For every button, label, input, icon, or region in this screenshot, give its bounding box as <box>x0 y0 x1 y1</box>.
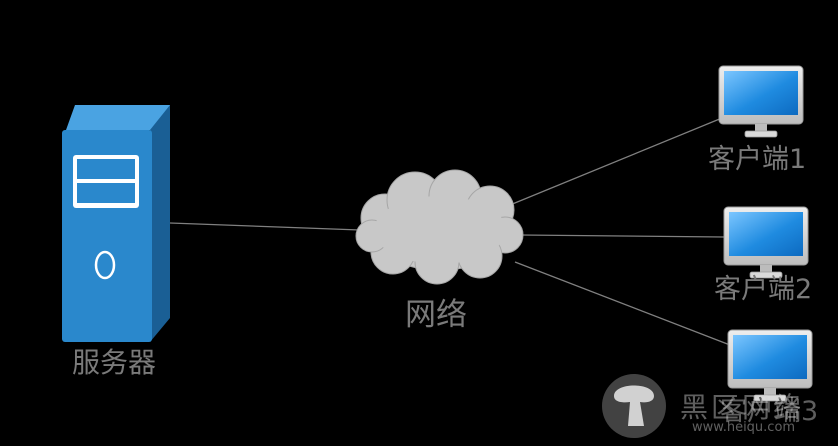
desktop-monitor-icon-1 <box>718 65 804 138</box>
cloud-fill <box>374 196 506 264</box>
desktop-monitor-icon-2 <box>723 206 809 279</box>
link-network-client1 <box>509 117 723 206</box>
link-server-network <box>169 222 361 231</box>
client2-label: 客户端2 <box>714 274 813 305</box>
watermark-logo-icon <box>602 374 666 438</box>
link-network-client3 <box>514 261 731 346</box>
server-label: 服务器 <box>72 346 157 379</box>
server-tower-icon <box>62 105 170 342</box>
client1-label: 客户端1 <box>708 144 807 175</box>
link-network-client2 <box>519 234 725 238</box>
client3-label: 客户端3 <box>720 396 819 427</box>
watermark-title: 黑区网络 <box>680 391 805 424</box>
watermark-url: www.heiqu.com <box>692 420 796 435</box>
network-label: 网络 <box>405 297 467 333</box>
